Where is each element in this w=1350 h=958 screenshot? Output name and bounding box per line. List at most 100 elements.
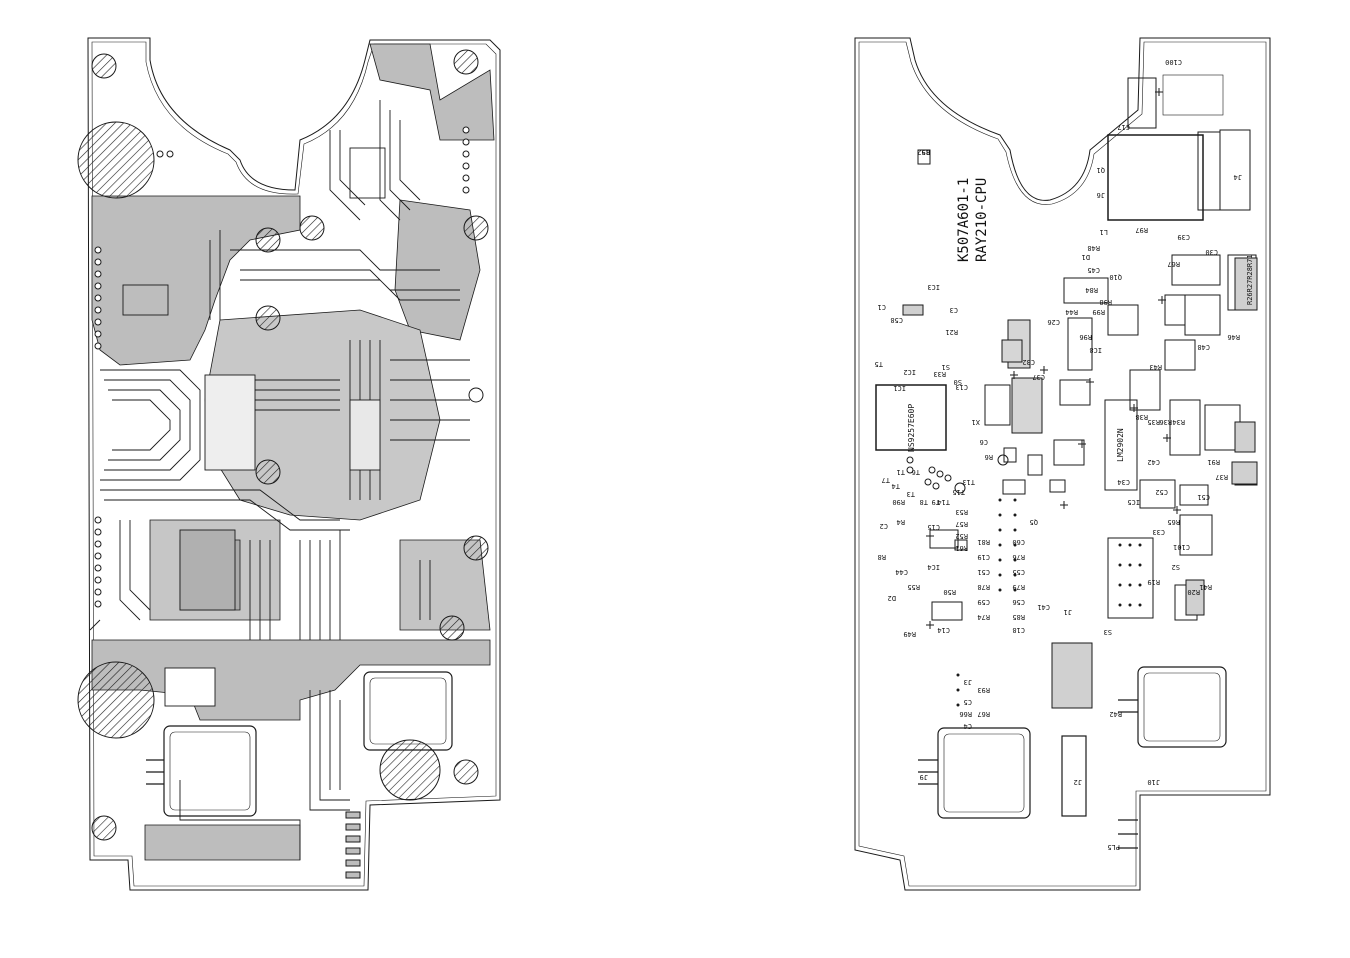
silkscreen-label: R92 — [917, 148, 930, 156]
silkscreen-label: IC3 — [927, 283, 940, 291]
test-point-dots — [956, 498, 1142, 707]
chip-footprints — [122, 147, 386, 707]
silkscreen-label: J9 — [920, 773, 928, 781]
edge-pins — [345, 811, 361, 879]
silkscreen-label: T5 — [875, 360, 883, 368]
silkscreen-label: C60 — [1012, 538, 1025, 546]
silkscreen-label: C30 — [1205, 248, 1218, 256]
silkscreen-label: T15 — [952, 488, 965, 496]
silkscreen-label: Q10 — [1109, 273, 1122, 281]
mounting-hole-1 — [77, 121, 155, 199]
silkscreen-label: R84 — [1085, 286, 1098, 294]
mounting-hole-3 — [379, 739, 441, 801]
right-components — [875, 74, 1258, 709]
silkscreen-label: R33 — [933, 370, 946, 378]
board-id-line2: RAY210-CPU — [974, 178, 990, 262]
silkscreen-label: T14 — [937, 498, 950, 506]
silkscreen-label: R99 — [1092, 308, 1105, 316]
silkscreen-label: R85 — [1012, 613, 1025, 621]
chip-labels: NS9257E60P LM2902N R26R27R28R71 — [907, 254, 1254, 462]
silkscreen-label: C32 — [1022, 358, 1035, 366]
silkscreen-label: S2 — [1172, 563, 1180, 571]
silkscreen-label: T1 — [897, 468, 905, 476]
right-connector-pads — [918, 666, 1227, 849]
silkscreen-label: C37 — [1032, 373, 1045, 381]
silkscreen-label: Q5 — [1030, 518, 1038, 526]
test-points — [906, 454, 1009, 494]
silkscreen-label: IC1 — [893, 384, 906, 392]
silkscreen-label: R81 — [977, 538, 990, 546]
silkscreen-label: R43 — [1149, 363, 1162, 371]
silkscreen-label: R67 — [1167, 260, 1180, 268]
silkscreen-label: R53 — [955, 508, 968, 516]
mounting-holes — [77, 49, 489, 841]
silkscreen-label: D2 — [888, 594, 896, 602]
silkscreen-label: T8 — [920, 498, 928, 506]
silkscreen-label: R90 — [892, 498, 905, 506]
silkscreen-label: IC8 — [1089, 346, 1102, 354]
silkscreen-label: C41 — [1037, 603, 1050, 611]
silkscreen-label: C19 — [977, 553, 990, 561]
silkscreen-label: R20 — [1187, 588, 1200, 596]
silkscreen-label: C33 — [1152, 528, 1165, 536]
mounting-hole-2 — [77, 661, 155, 739]
silkscreen-label: C34 — [1117, 478, 1130, 486]
silkscreen-label: C13 — [955, 383, 968, 391]
silkscreen-label: PL5 — [1107, 843, 1120, 851]
left-board-copper-side — [77, 37, 501, 891]
silkscreen-label: J5 — [922, 148, 930, 156]
resistor-strip-label: R26R27R28R71 — [1246, 254, 1254, 305]
silkscreen-label: IC4 — [927, 563, 940, 571]
silkscreen-label: C26 — [1047, 318, 1060, 326]
silkscreen-label: T3 — [907, 490, 915, 498]
ic7-part-number: LM2902N — [1116, 428, 1125, 462]
silkscreen-label: R91 — [1207, 458, 1220, 466]
silkscreen-label: C39 — [1177, 233, 1190, 241]
silkscreen-label: C1 — [878, 303, 886, 311]
silkscreen-label: C56 — [1012, 598, 1025, 606]
left-board-outline — [87, 37, 501, 891]
silkscreen-label: D1 — [1082, 253, 1090, 261]
silkscreen-label: R57 — [955, 520, 968, 528]
silkscreen-label: T4 — [892, 482, 900, 490]
silkscreen-label: R79 — [1012, 583, 1025, 591]
board-id-line1: K507A601-1 — [956, 178, 972, 262]
silkscreen-label: R76 — [1012, 553, 1025, 561]
silkscreen-label: J10 — [1147, 778, 1160, 786]
silkscreen-label: T7 — [882, 476, 890, 484]
silkscreen-label: R42 — [1109, 710, 1122, 718]
silkscreen-label: C51 — [977, 568, 990, 576]
silkscreen-label: R74 — [977, 613, 990, 621]
silkscreen-label: R8 — [878, 553, 886, 561]
silkscreen-label: R55 — [907, 583, 920, 591]
silkscreen-label: C2 — [880, 522, 888, 530]
silkscreen-label: R61 — [955, 544, 968, 552]
silkscreen-label: S1 — [942, 363, 950, 371]
silkscreen-label: T6 — [912, 468, 920, 476]
silkscreen-label: R67 — [977, 710, 990, 718]
board-id-text: K507A601-1 RAY210-CPU — [956, 178, 990, 262]
silkscreen-label: C100 — [1165, 58, 1182, 66]
edge-vias — [94, 126, 484, 608]
silkscreen-label: R6 — [985, 453, 993, 461]
silkscreen-label: R96 — [1079, 333, 1092, 341]
silkscreen-label: R44 — [1065, 308, 1078, 316]
silkscreen-label: IC5 — [1127, 498, 1140, 506]
silkscreen-label: S0 — [954, 378, 962, 386]
silkscreen-label: Q1 — [1097, 166, 1105, 174]
silkscreen-label: R36 — [1159, 418, 1172, 426]
silkscreen-label: C48 — [1197, 343, 1210, 351]
silkscreen-label: C44 — [895, 568, 908, 576]
silkscreen-label: R19 — [1147, 578, 1160, 586]
silkscreen-label: C17 — [1117, 123, 1130, 131]
silkscreen-label: C59 — [977, 598, 990, 606]
silkscreen-label: R65 — [1167, 518, 1180, 526]
silkscreen-label: C5 — [964, 698, 972, 706]
silkscreen-label: J2 — [1074, 778, 1082, 786]
silkscreen-label: T13 — [962, 478, 975, 486]
silkscreen-label: R93 — [977, 686, 990, 694]
silkscreen-label: C6 — [980, 438, 988, 446]
right-board-inner-outline — [858, 41, 1267, 887]
silkscreen-label: S3 — [1104, 628, 1112, 636]
